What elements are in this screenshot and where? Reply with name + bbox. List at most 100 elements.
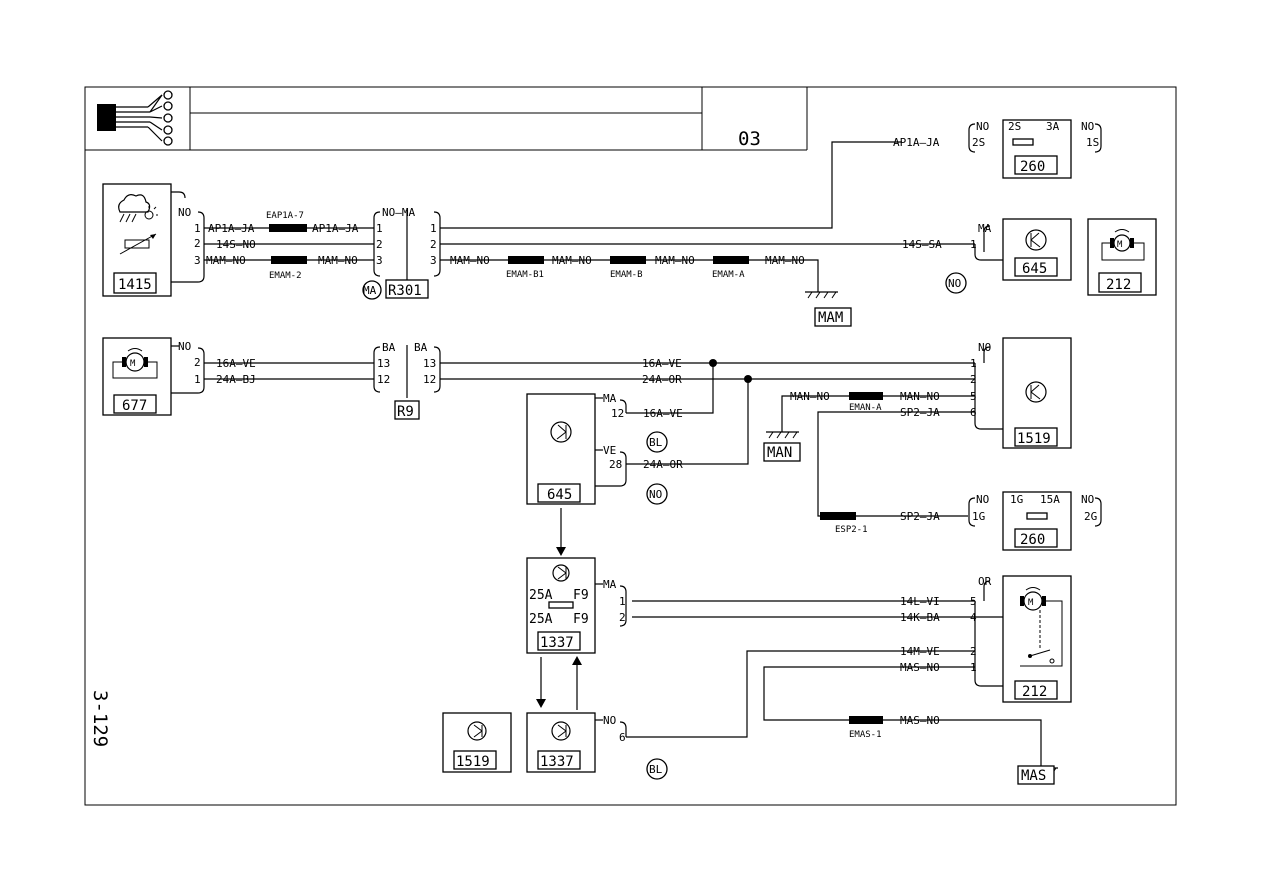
svg-text:NO: NO [978,341,991,354]
svg-text:2: 2 [194,356,201,369]
page-reference: 3-129 [89,690,111,747]
svg-text:M: M [1028,598,1034,608]
svg-text:1: 1 [970,238,977,251]
c1337-bottom-label: 1337 [540,754,574,770]
svg-text:1: 1 [376,222,383,235]
connector-icon [97,90,173,146]
fuse-icon [548,601,574,609]
svg-text:EMAM-2: EMAM-2 [269,271,302,281]
svg-text:28: 28 [609,458,622,471]
svg-text:NO: NO [178,340,191,353]
relay-1519-right: 1519 [974,337,1072,449]
c1519-right-label: 1519 [1017,431,1051,447]
svg-text:2: 2 [970,373,977,386]
c1337-main-label: 1337 [540,635,574,651]
relay-icon [551,721,571,741]
svg-text:AP1A—JA: AP1A—JA [312,222,359,235]
svg-text:MA: MA [603,578,617,591]
fuse-icon [1012,138,1034,146]
c212-top-label: 212 [1106,277,1131,293]
svg-text:MAN—NO: MAN—NO [900,390,940,403]
svg-text:14S—NO: 14S—NO [216,238,256,251]
svg-text:3A: 3A [1046,120,1060,133]
connector-r9: R9 [373,345,441,420]
svg-text:F9: F9 [573,612,589,627]
svg-text:2G: 2G [1084,510,1097,523]
svg-text:ESP2-1: ESP2-1 [835,525,868,535]
svg-text:14M—VE: 14M—VE [900,645,940,658]
svg-text:24A—OR: 24A—OR [643,458,683,471]
motor-212-top: 212 M [1087,218,1157,296]
module-1337-main: 1337 [526,557,596,654]
svg-text:6: 6 [619,731,626,744]
svg-text:MAM—NO: MAM—NO [450,254,490,267]
r301-label: R301 [388,283,422,299]
relay-icon [552,564,570,582]
relay-icon [1025,381,1047,403]
relay-icon [550,421,572,443]
svg-text:1: 1 [619,595,626,608]
c260-top-label: 260 [1020,159,1045,175]
svg-text:3: 3 [194,254,201,267]
svg-text:2S: 2S [972,136,985,149]
svg-text:24A—OR: 24A—OR [642,373,682,386]
relay-icon [467,721,487,741]
c212-bottom-label: 212 [1022,684,1047,700]
svg-text:14K—BA: 14K—BA [900,611,940,624]
svg-text:4: 4 [970,611,977,624]
ground-mas-label: MAS [1021,768,1046,784]
svg-text:BL: BL [649,763,663,776]
svg-text:NO: NO [1081,120,1094,133]
svg-text:EMAM-A: EMAM-A [712,270,745,280]
splice-emas1 [849,716,883,724]
title-block: 03 [97,87,808,150]
svg-text:MAM—NO: MAM—NO [552,254,592,267]
motor-677: 677 M [102,337,172,416]
svg-text:NO: NO [178,206,191,219]
svg-text:BL: BL [649,436,663,449]
svg-text:BA: BA [382,341,396,354]
svg-text:3: 3 [376,254,383,267]
ground-mam-label: MAM [818,310,843,326]
ground-icon: MAS [1017,765,1058,785]
svg-text:SP2—JA: SP2—JA [900,406,940,419]
splice-emamb1 [508,256,544,264]
svg-text:EAP1A-7: EAP1A-7 [266,211,304,221]
splice-emama [713,256,749,264]
svg-text:NO: NO [948,277,961,290]
svg-text:NO: NO [649,488,662,501]
svg-text:F9: F9 [573,588,589,603]
component-1415: 1415 [102,183,172,297]
svg-text:NO: NO [976,120,989,133]
c1519-bottom-label: 1519 [456,754,490,770]
svg-text:EMAM-B1: EMAM-B1 [506,270,544,280]
motor-icon: M [112,348,158,379]
svg-text:12: 12 [611,407,624,420]
svg-text:13: 13 [377,357,390,370]
svg-text:MAM—NO: MAM—NO [765,254,805,267]
sheet-number: 03 [738,128,761,150]
splice-eap1a7 [269,224,307,232]
svg-text:NO: NO [976,493,989,506]
svg-text:NO: NO [603,714,616,727]
svg-text:2S: 2S [1008,120,1021,133]
svg-text:EMAM-B: EMAM-B [610,270,643,280]
relay-645-top: 645 [974,218,1072,281]
svg-text:OR: OR [978,575,992,588]
svg-text:25A: 25A [529,612,553,627]
splice-emana [849,392,883,400]
svg-text:14L—VI: 14L—VI [900,595,940,608]
motor-212-bottom: 212 M [974,575,1072,703]
r9-label: R9 [397,404,414,420]
svg-text:25A: 25A [529,588,553,603]
connector-r301: R301 MA [362,210,441,300]
svg-text:MAS—NO: MAS—NO [900,661,940,674]
svg-text:12: 12 [377,373,390,386]
svg-text:1: 1 [194,373,201,386]
svg-text:1: 1 [970,357,977,370]
svg-text:2: 2 [376,238,383,251]
svg-text:AP1A—JA: AP1A—JA [893,136,940,149]
ground-icon: MAM [805,291,852,327]
svg-text:1: 1 [430,222,437,235]
svg-text:MAN—NO: MAN—NO [790,390,830,403]
